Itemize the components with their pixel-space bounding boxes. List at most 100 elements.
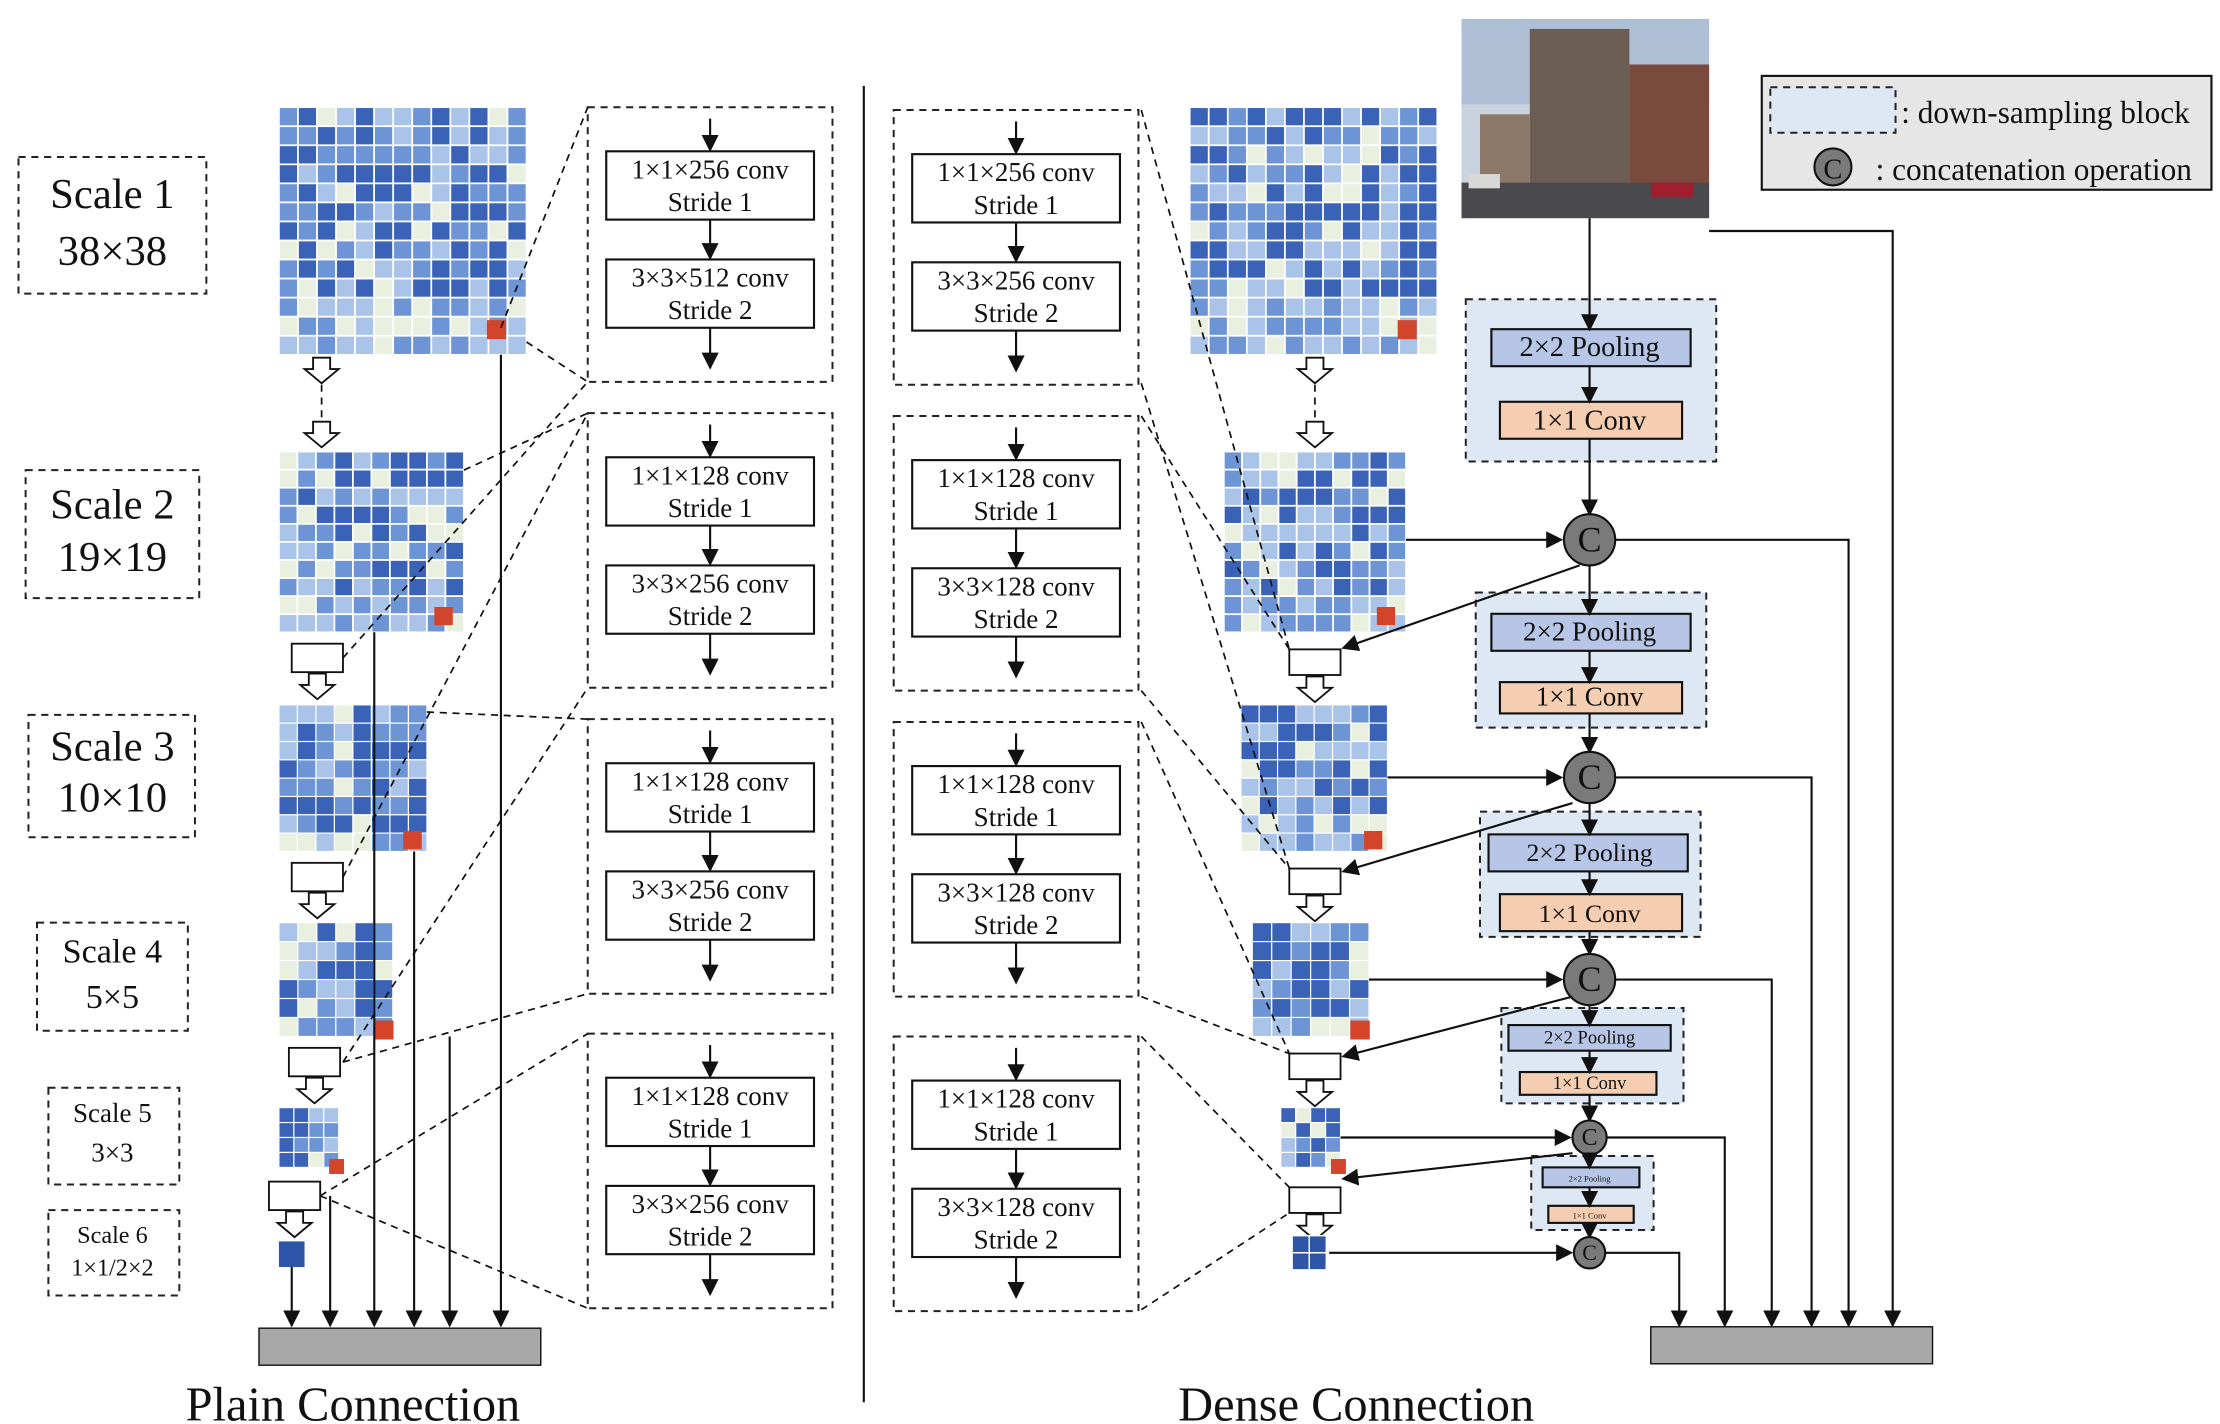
heatmap-cell — [1277, 504, 1298, 525]
heatmap-cell — [1222, 504, 1243, 525]
heatmap-cell — [1303, 125, 1324, 147]
heatmap-cell — [487, 258, 509, 280]
heatmap-cell — [1188, 182, 1210, 204]
heatmap-cell — [1265, 144, 1286, 166]
heatmap-cell — [1259, 468, 1280, 489]
heatmap-cell — [1188, 258, 1210, 280]
heatmap-cell — [278, 740, 298, 761]
heatmap-cell — [1265, 106, 1286, 128]
heatmap-cell — [370, 559, 391, 579]
heatmap-cell — [407, 504, 428, 525]
heatmap-cell — [449, 220, 471, 242]
heatmap-cell — [444, 577, 465, 598]
hollow-arrow-icon — [301, 420, 342, 449]
heatmap-cell — [426, 486, 447, 507]
heatmap-cell — [1188, 163, 1210, 185]
heatmap-cell — [1303, 163, 1324, 185]
concat-node-2: C — [1562, 750, 1617, 805]
heatmap-cell — [411, 106, 433, 128]
heatmap-cell — [1245, 201, 1267, 223]
heatmap-cell — [389, 450, 410, 471]
heatmap-cell — [1188, 315, 1210, 337]
heatmap-cell — [1310, 1136, 1327, 1154]
heatmap-cell — [333, 486, 354, 507]
heatmap-cell — [1379, 125, 1401, 147]
heatmap-cell — [352, 468, 373, 489]
heatmap-cell — [1245, 220, 1267, 242]
heatmap-cell — [1350, 814, 1370, 834]
heatmap-cell — [1350, 541, 1371, 561]
heatmap-cell — [1368, 722, 1389, 743]
heatmap-cell — [1332, 613, 1353, 634]
label: Stride 1 — [668, 799, 753, 829]
hollow-arrow-icon — [1295, 894, 1335, 923]
label: Stride 1 — [974, 1116, 1059, 1146]
heatmap-cell — [1386, 450, 1407, 471]
heatmap-cell — [316, 144, 337, 166]
heatmap-cell — [1295, 759, 1315, 779]
heatmap-cell — [1368, 704, 1389, 724]
caption-dense: Dense Connection — [1178, 1379, 1534, 1424]
heatmap-cell — [278, 559, 299, 579]
heatmap-cell — [1251, 941, 1273, 962]
heatmap-cell — [1188, 296, 1210, 318]
heatmap-cell — [333, 541, 354, 561]
heatmap-cell — [1386, 486, 1407, 507]
heatmap-cell — [1188, 220, 1210, 242]
heatmap-cell — [1313, 832, 1334, 853]
heatmap-cell — [1350, 740, 1370, 761]
heatmap-cell — [335, 315, 356, 337]
heatmap-cell — [1284, 144, 1305, 166]
heatmap-cell — [1265, 163, 1286, 185]
heatmap-cell — [278, 468, 299, 489]
heatmap-cell — [1386, 559, 1407, 579]
heatmap-cell — [506, 144, 528, 166]
label: 3×3×128 conv — [937, 1192, 1095, 1222]
heatmap-cell — [506, 315, 528, 337]
heatmap-cell — [411, 125, 433, 147]
heatmap-cell — [1188, 106, 1210, 128]
heatmap-cell — [1417, 277, 1439, 299]
heatmap-cell — [335, 997, 356, 1019]
heatmap-cell — [1350, 450, 1371, 471]
heatmap-cell — [1368, 577, 1389, 598]
heatmap-cell — [411, 277, 433, 299]
heatmap-cell — [1331, 722, 1352, 743]
heatmap-cell — [1265, 182, 1286, 204]
heatmap-cell — [373, 978, 394, 1000]
heatmap-cell — [1379, 315, 1401, 337]
heatmap-cell — [407, 523, 428, 543]
hollow-arrow-icon — [1295, 420, 1335, 449]
heatmap-cell — [430, 315, 452, 337]
heatmap-cell — [1314, 523, 1334, 543]
heatmap-cell — [1303, 144, 1324, 166]
heatmap-cell — [1332, 595, 1353, 616]
label: 1×1×128 conv — [937, 769, 1095, 799]
heatmap-cell — [389, 704, 409, 724]
heatmap-cell — [426, 450, 447, 471]
heatmap-cell — [352, 523, 373, 543]
heatmap-cell — [1360, 106, 1382, 128]
heatmap-cell — [407, 613, 428, 634]
scale-label-5: Scale 53×3 — [47, 1086, 181, 1186]
heatmap-cell — [1314, 595, 1334, 616]
heatmap-cell — [315, 814, 335, 834]
heatmap-cell — [430, 258, 452, 280]
heatmap-cell — [278, 239, 299, 261]
label: Stride 2 — [668, 907, 753, 937]
heatmap-cell — [315, 541, 336, 561]
heatmap-cell — [316, 106, 337, 128]
heatmap-cell — [1277, 541, 1298, 561]
heatmap-cell — [354, 144, 376, 166]
heatmap-cell — [1341, 144, 1362, 166]
heatmap-cell — [1295, 740, 1315, 761]
heatmap-cell — [1222, 577, 1243, 598]
heatmap-cell — [333, 704, 354, 724]
label: C — [1578, 519, 1602, 559]
label: Stride 1 — [668, 1114, 753, 1144]
heatmap-cell — [1314, 541, 1334, 561]
label: C — [1578, 959, 1602, 999]
heatmap-cell — [1259, 504, 1280, 525]
heatmap-cell — [354, 941, 375, 962]
heatmap-cell — [1303, 201, 1324, 223]
